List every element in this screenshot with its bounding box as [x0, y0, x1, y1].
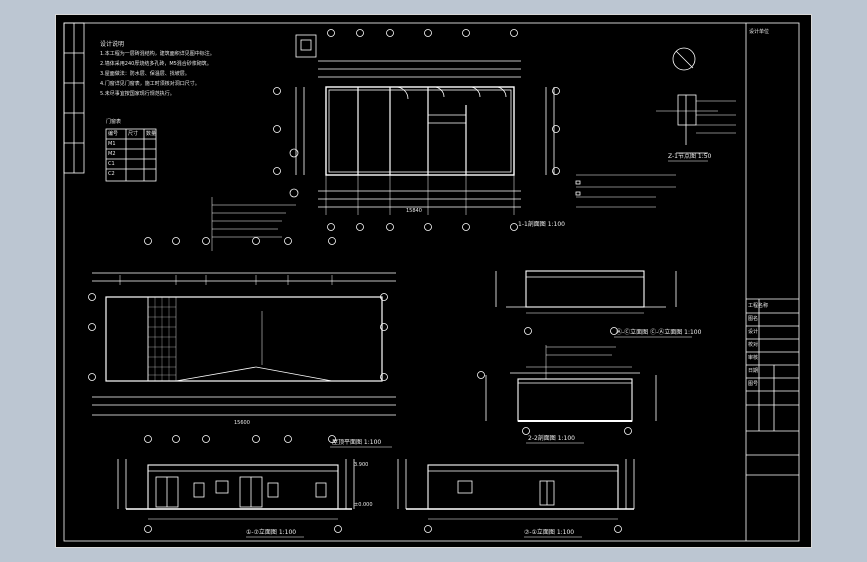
title-block-row: 审核: [748, 355, 759, 361]
title-block: [745, 23, 799, 541]
table-cell: M1: [108, 141, 116, 147]
table-cell: C1: [108, 161, 115, 167]
ground-level-mark: ±0.000: [354, 502, 373, 508]
door-window-table-title: 门窗表: [106, 119, 122, 125]
roof-plan-title: 屋顶平面图 1:100: [332, 439, 382, 446]
cad-drawing: [63, 22, 800, 542]
node-detail-title: Z-1节点图 1:50: [668, 153, 712, 160]
elevation-a-title: ①-⑦立面图 1:100: [246, 529, 297, 536]
north-arrow: [672, 47, 696, 71]
section-1-1: [477, 345, 657, 435]
design-notes-heading: 设计说明: [100, 41, 125, 48]
section-1-1-title: 1-1剖面图 1:100: [518, 221, 565, 228]
inner-border: [63, 22, 800, 542]
table-header-cell: 数量: [146, 131, 157, 137]
table-header-cell: 编号: [108, 131, 119, 137]
title-underlines: [246, 160, 708, 538]
side-elevation: [495, 270, 677, 335]
title-block-header: 设计单位: [749, 29, 770, 35]
table-cell: C2: [108, 171, 115, 177]
plan-total-dimension: 15840: [406, 208, 422, 214]
elevation-b-title: ⑦-①立面图 1:100: [524, 529, 575, 536]
title-block-row: 图号: [748, 381, 759, 387]
table-cell: M2: [108, 151, 116, 157]
roof-total-dimension: 15600: [234, 420, 250, 426]
title-block-row: 日期: [748, 368, 759, 374]
design-note-line: 4.门窗详见门窗表，施工时须核对洞口尺寸。: [100, 81, 200, 87]
design-note-line: 2.墙体采用240厚烧结多孔砖，M5混合砂浆砌筑。: [100, 61, 212, 67]
title-block-row: 校对: [748, 342, 759, 348]
section-2-2-title: 2-2剖面图 1:100: [528, 435, 575, 442]
roof-plan: [88, 197, 396, 443]
side-elevation-title: Ⓐ-Ⓒ立面图 Ⓒ-Ⓐ立面图 1:100: [616, 329, 702, 336]
floor-plan: [273, 29, 560, 231]
door-window-table-grid: [105, 128, 157, 182]
table-header-cell: 尺寸: [128, 131, 139, 137]
title-block-row: 设计: [748, 329, 759, 335]
drawing-sheet: 设计说明 1.本工程为一层砖混结构，建筑面积详见图中标注。 2.墙体采用240厚…: [55, 14, 812, 548]
node-detail: [656, 94, 736, 154]
design-note-line: 1.本工程为一层砖混结构，建筑面积详见图中标注。: [100, 51, 215, 57]
design-note-line: 5.未尽事宜按国家现行规范执行。: [100, 91, 175, 97]
design-note-line: 3.屋面做法：防水层、保温层、找坡层。: [100, 71, 190, 77]
plan-legend: [575, 174, 676, 208]
elevation-b: [397, 459, 635, 533]
elevation-a: [117, 459, 355, 533]
title-block-row: 工程名称: [748, 303, 769, 309]
elevation-height-mark: 3.900: [354, 462, 369, 468]
binding-strip: [63, 22, 85, 174]
title-block-row: 图名: [748, 316, 759, 322]
